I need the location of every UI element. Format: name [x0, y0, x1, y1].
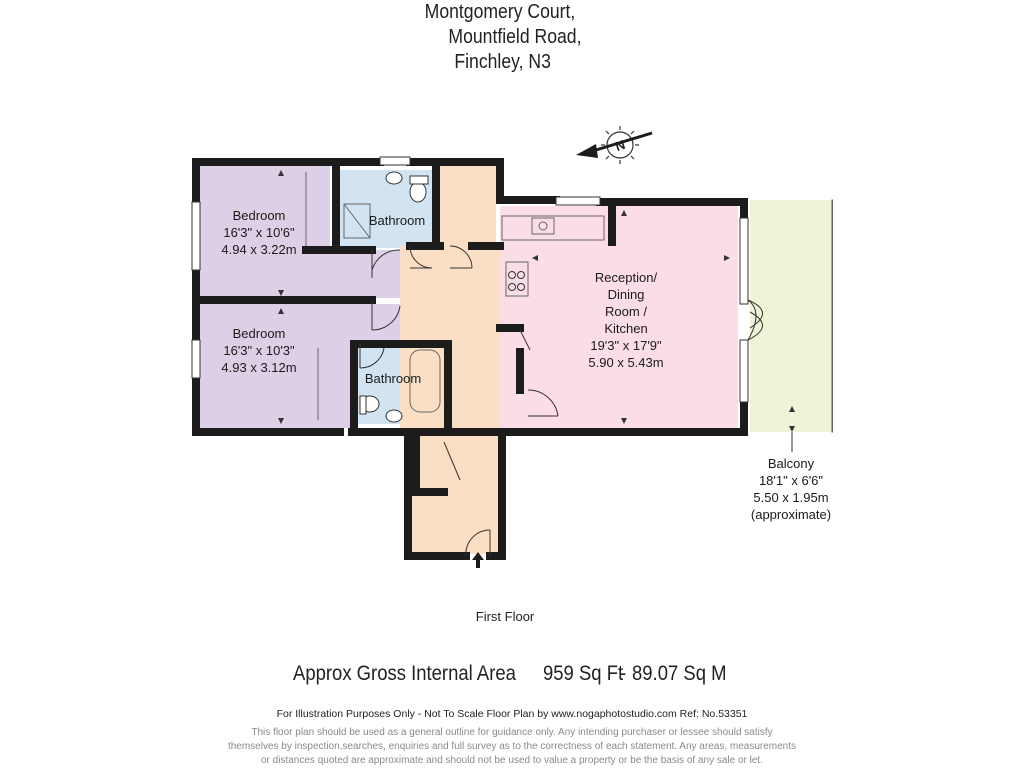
reception-metric: 5.90 x 5.43m: [588, 355, 664, 370]
compass-icon: N: [576, 126, 653, 164]
address-line-2: Mountfield Road,: [448, 26, 582, 48]
bathroom-2-label: Bathroom: [358, 370, 428, 387]
disclaimer-line-2: themselves by inspection,searches, enqui…: [227, 741, 797, 752]
area-sqm: 89.07 Sq M: [632, 662, 727, 685]
bedroom-2-metric: 4.93 x 3.12m: [221, 360, 297, 375]
dimension-arrow: [278, 308, 284, 314]
balcony-fill: [750, 200, 832, 432]
disclaimer: This floor plan should be used as a gene…: [0, 726, 1024, 768]
footer-credit: For Illustration Purposes Only - Not To …: [276, 708, 748, 720]
reception-imperial: 19'3" x 17'9": [590, 338, 662, 353]
balcony-note: (approximate): [750, 507, 832, 522]
bathroom-2-name: Bathroom: [364, 371, 422, 386]
address-line-3: Finchley, N3: [454, 51, 551, 73]
bathroom-1-name: Bathroom: [368, 213, 426, 228]
balcony-label: Balcony 18'1" x 6'6" 5.50 x 1.95m (appro…: [736, 455, 846, 523]
bedroom-1-label: Bedroom 16'3" x 10'6" 4.94 x 3.22m: [204, 207, 314, 258]
bedroom-2-fill: [200, 304, 400, 344]
balcony-name: Balcony: [767, 456, 815, 471]
dimension-arrow: [621, 418, 627, 424]
reception-line-2: Dining: [607, 287, 645, 302]
bedroom-2-name: Bedroom: [232, 326, 286, 341]
dimension-arrow: [532, 255, 538, 261]
reception-fill: [500, 206, 738, 428]
reception-line-3: Room /: [605, 304, 647, 319]
entrance-arrow-icon: [472, 552, 484, 568]
bedroom-1-metric: 4.94 x 3.22m: [221, 242, 297, 257]
reception-label: Reception/ Dining Room / Kitchen 19'3" x…: [566, 269, 686, 371]
hallway-upper-fill: [440, 166, 496, 250]
dimension-arrow: [789, 406, 795, 412]
disclaimer-line-3: or distances quoted are approximate and …: [261, 755, 763, 766]
address-line-1: Montgomery Court,: [424, 1, 576, 23]
bedroom-1-name: Bedroom: [232, 208, 286, 223]
bedroom-1-imperial: 16'3" x 10'6": [223, 225, 295, 240]
disclaimer-line-1: This floor plan should be used as a gene…: [251, 727, 773, 738]
dimension-arrow: [789, 426, 795, 432]
property-address: Montgomery Court, Mountfield Road, Finch…: [394, 0, 605, 75]
bathroom-1-label: Bathroom: [362, 212, 432, 229]
bedroom-1-fill: [200, 166, 330, 252]
dimension-arrow: [724, 255, 730, 261]
area-separator: -: [620, 662, 627, 685]
bedroom-2-lower-fill: [200, 342, 352, 428]
dimension-arrow: [278, 170, 284, 176]
area-sqft: 959 Sq Ft: [543, 662, 624, 685]
bedroom-2-imperial: 16'3" x 10'3": [223, 343, 295, 358]
reception-line-4: Kitchen: [604, 321, 648, 336]
dimension-arrow: [278, 418, 284, 424]
balcony-metric: 5.50 x 1.95m: [753, 490, 829, 505]
bedroom-1-corridor-fill: [200, 250, 400, 298]
reception-line-1: Reception/: [594, 270, 658, 285]
area-label: Approx Gross Internal Area: [293, 662, 516, 685]
bedroom-2-label: Bedroom 16'3" x 10'3" 4.93 x 3.12m: [204, 325, 314, 376]
floor-label: First Floor: [475, 609, 535, 624]
dimension-arrow: [278, 290, 284, 296]
dimension-arrow: [621, 210, 627, 216]
balcony-imperial: 18'1" x 6'6": [758, 473, 824, 488]
